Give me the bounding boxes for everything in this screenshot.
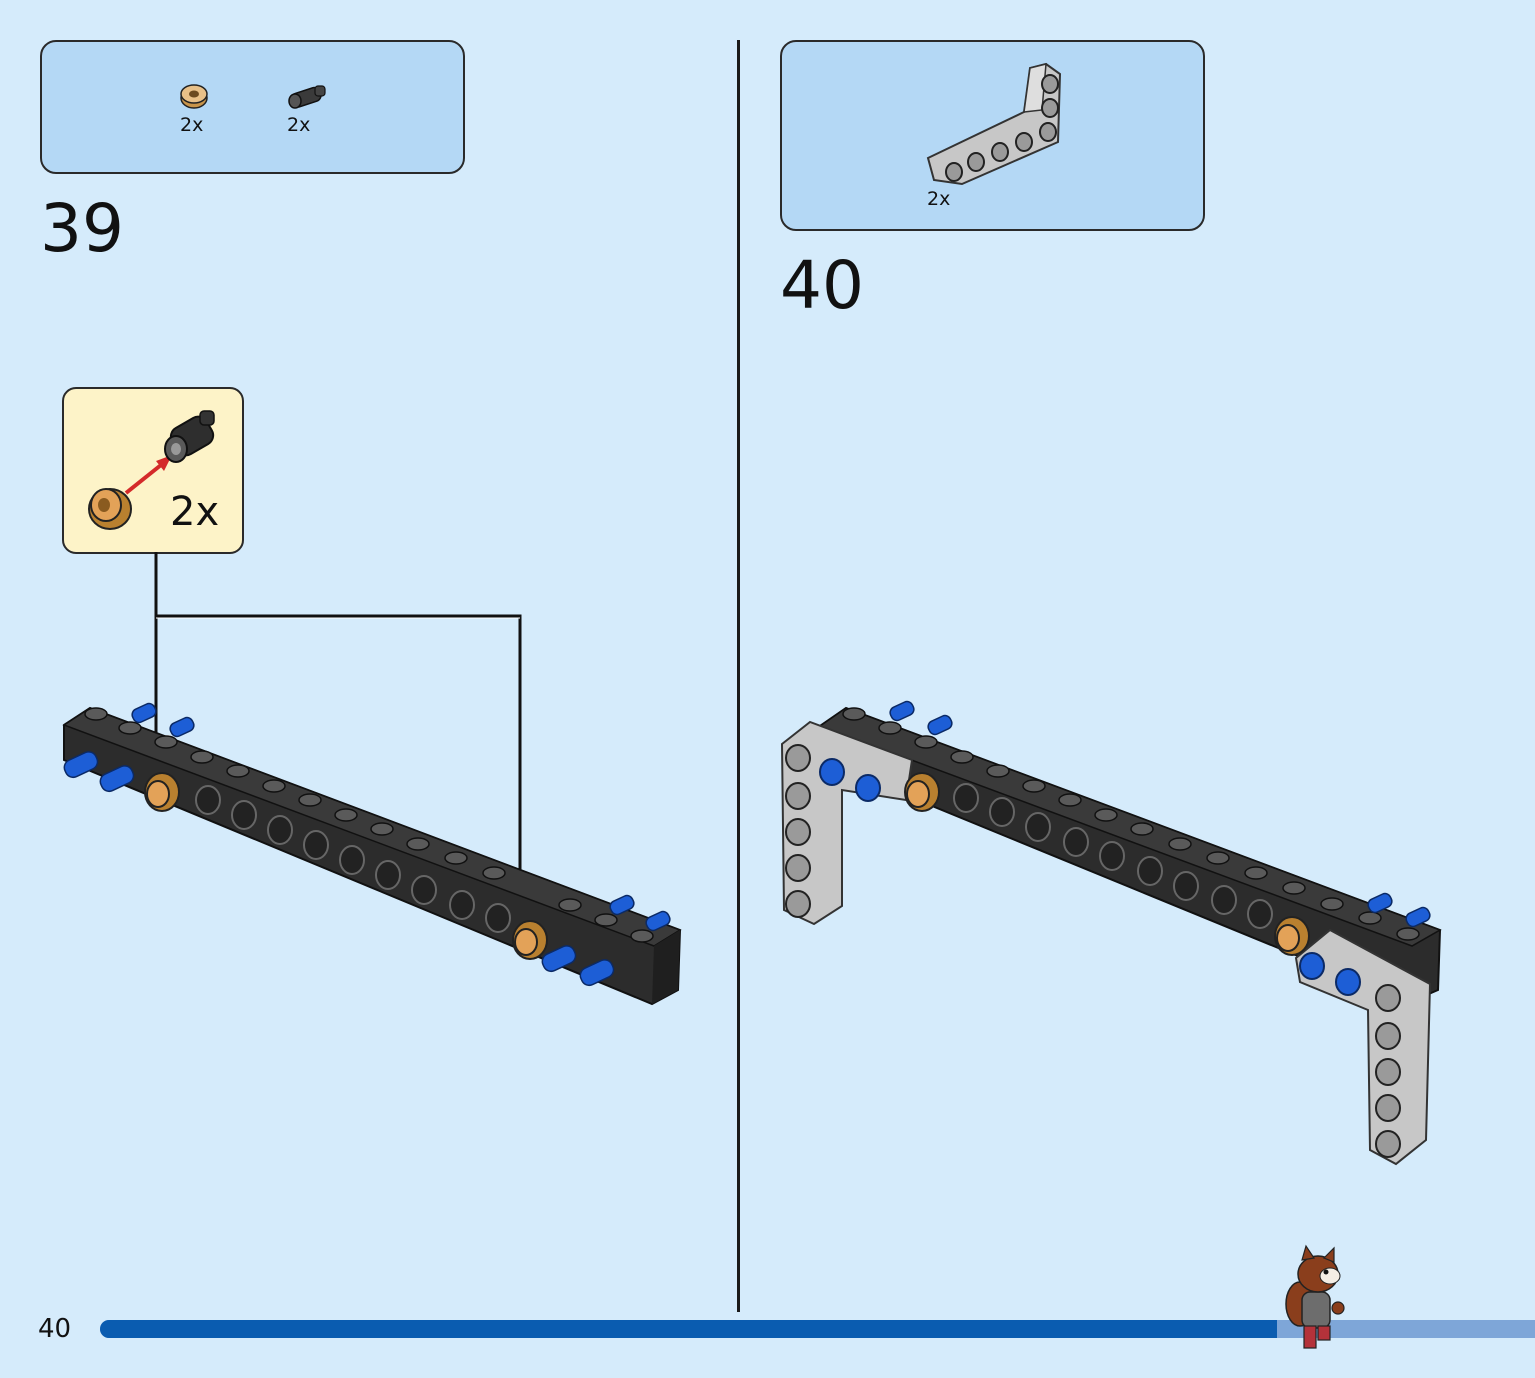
gray-angled-beam-icon xyxy=(926,62,1062,186)
part-quantity: 2x xyxy=(180,114,204,136)
part-quantity: 2x xyxy=(927,188,951,210)
step-number-39: 39 xyxy=(40,190,124,267)
step-39-model xyxy=(62,702,682,1006)
progress-bar-fill xyxy=(100,1320,1277,1338)
step-number-40: 40 xyxy=(780,247,864,324)
step-divider xyxy=(737,40,740,1312)
sub-assembly-callout: 2x xyxy=(62,387,244,554)
callout-quantity: 2x xyxy=(170,489,220,535)
step-40-parts-box: 2x xyxy=(780,40,1205,231)
step-39-parts-box: 2x 2x xyxy=(40,40,465,174)
progress-bar xyxy=(100,1320,1535,1338)
black-axle-pin-icon xyxy=(288,85,326,109)
part-quantity: 2x xyxy=(287,114,311,136)
page-number: 40 xyxy=(38,1314,72,1344)
raccoon-mascot-icon xyxy=(1285,1244,1345,1349)
tan-bush-icon xyxy=(180,84,208,109)
sub-assembly-icon xyxy=(88,410,215,530)
step-40-model xyxy=(780,700,1442,1166)
